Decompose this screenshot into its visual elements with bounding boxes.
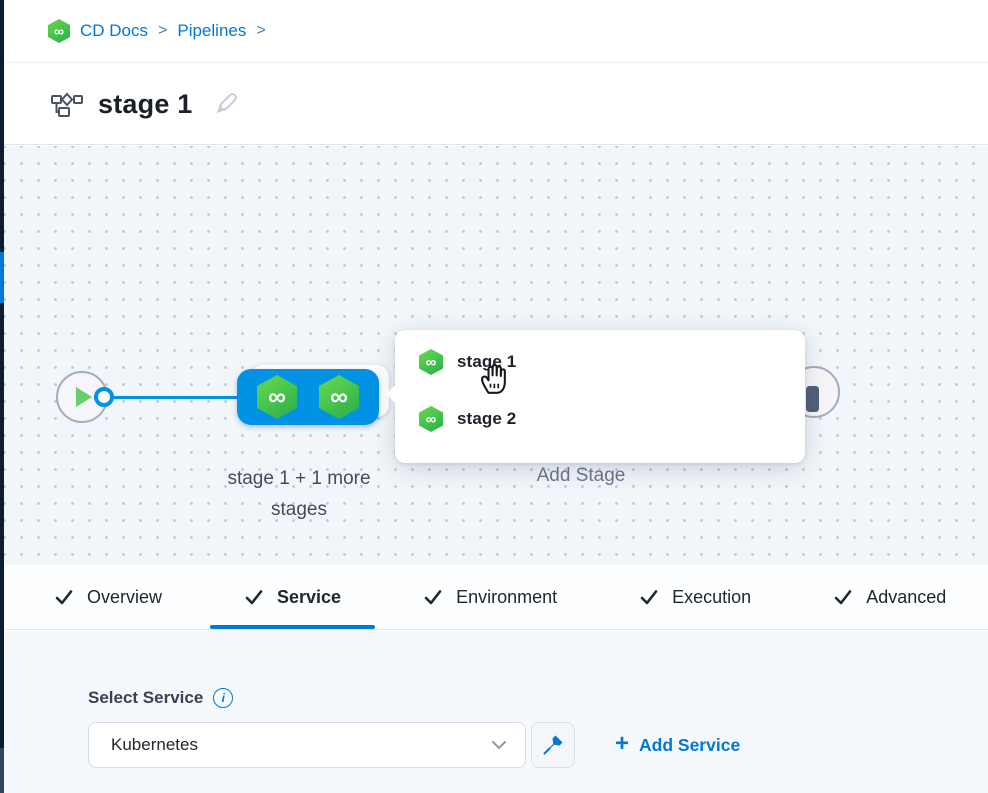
stage-tab-bar: Overview Service Environment Execution A… xyxy=(4,565,988,630)
popup-item-stage1[interactable]: ∞ stage 1 xyxy=(419,347,805,377)
sidebar-bottom-segment xyxy=(0,748,4,793)
popup-item-label: stage 1 xyxy=(457,352,517,371)
tab-label: Advanced xyxy=(866,586,947,607)
service-select-dropdown[interactable]: Kubernetes xyxy=(88,722,526,768)
check-icon xyxy=(423,587,443,607)
tab-label: Overview xyxy=(87,586,163,607)
check-icon xyxy=(833,587,853,607)
breadcrumb-separator: > xyxy=(256,22,266,39)
play-icon xyxy=(76,387,92,407)
sidebar-active-indicator xyxy=(0,252,4,303)
tab-label: Execution xyxy=(672,586,752,607)
tab-environment[interactable]: Environment xyxy=(389,565,591,629)
infinity-glyph: ∞ xyxy=(425,353,437,371)
cd-stage-icon: ∞ xyxy=(419,406,443,432)
pin-button[interactable] xyxy=(531,722,575,768)
infinity-glyph: ∞ xyxy=(54,23,64,39)
infinity-glyph: ∞ xyxy=(425,410,437,428)
select-service-label: Select Service xyxy=(88,688,204,707)
stage-group-node[interactable]: ∞ ∞ xyxy=(237,369,379,425)
collapsed-sidebar[interactable] xyxy=(0,0,4,793)
stop-icon xyxy=(806,386,819,412)
breadcrumb-separator: > xyxy=(158,22,168,39)
check-icon xyxy=(639,587,659,607)
add-service-button[interactable]: + Add Service xyxy=(615,730,741,757)
cd-stage-icon: ∞ xyxy=(257,375,297,419)
harness-cd-icon: ∞ xyxy=(48,19,70,43)
stage-list-popup: ∞ stage 1 ∞ stage 2 xyxy=(395,330,805,463)
select-service-label-row: Select Service i xyxy=(88,688,234,708)
infinity-glyph: ∞ xyxy=(330,382,348,411)
edit-pencil-icon[interactable] xyxy=(212,90,240,118)
cd-stage-icon: ∞ xyxy=(319,375,359,419)
info-icon[interactable]: i xyxy=(213,688,234,708)
stage-group-label-line1: stage 1 + 1 more xyxy=(227,468,371,489)
tab-label: Service xyxy=(277,586,342,607)
check-icon xyxy=(244,587,264,607)
connector-port xyxy=(94,387,114,407)
pipeline-icon xyxy=(50,90,84,118)
add-stage-label[interactable]: Add Stage xyxy=(536,465,626,486)
breadcrumb-bar: ∞ CD Docs > Pipelines > xyxy=(4,0,988,63)
breadcrumb-item-pipelines[interactable]: Pipelines xyxy=(177,21,247,40)
page-title: stage 1 xyxy=(98,88,193,119)
tab-label: Environment xyxy=(456,586,558,607)
pin-icon xyxy=(541,733,565,757)
service-select-value: Kubernetes xyxy=(111,735,198,754)
stage-group-label: stage 1 + 1 more stages xyxy=(179,463,419,526)
popup-item-stage2[interactable]: ∞ stage 2 xyxy=(419,404,805,434)
stage-group-label-line2: stages xyxy=(271,499,327,521)
plus-icon: + xyxy=(615,730,630,757)
breadcrumb: ∞ CD Docs > Pipelines > xyxy=(48,19,266,43)
infinity-glyph: ∞ xyxy=(268,382,286,411)
popup-item-label: stage 2 xyxy=(457,409,517,428)
cd-stage-icon: ∞ xyxy=(419,349,443,375)
breadcrumb-item-cd-docs[interactable]: CD Docs xyxy=(80,21,149,40)
add-service-label: Add Service xyxy=(639,734,741,755)
service-tab-content: Select Service i Kubernetes + Add Servic… xyxy=(4,631,988,793)
pipeline-canvas[interactable]: ∞ ∞ stage 1 + 1 more stages Add Stage ∞ … xyxy=(4,146,988,565)
tab-overview[interactable]: Overview xyxy=(20,565,196,629)
connector-line xyxy=(110,396,238,399)
tab-advanced[interactable]: Advanced xyxy=(799,565,980,629)
tab-service[interactable]: Service xyxy=(210,565,376,629)
chevron-down-icon xyxy=(491,740,507,750)
grab-cursor-icon xyxy=(474,354,516,403)
tab-execution[interactable]: Execution xyxy=(605,565,785,629)
check-icon xyxy=(54,587,74,607)
service-controls-row: Kubernetes + Add Service xyxy=(88,722,740,768)
title-bar: stage 1 xyxy=(4,64,988,145)
